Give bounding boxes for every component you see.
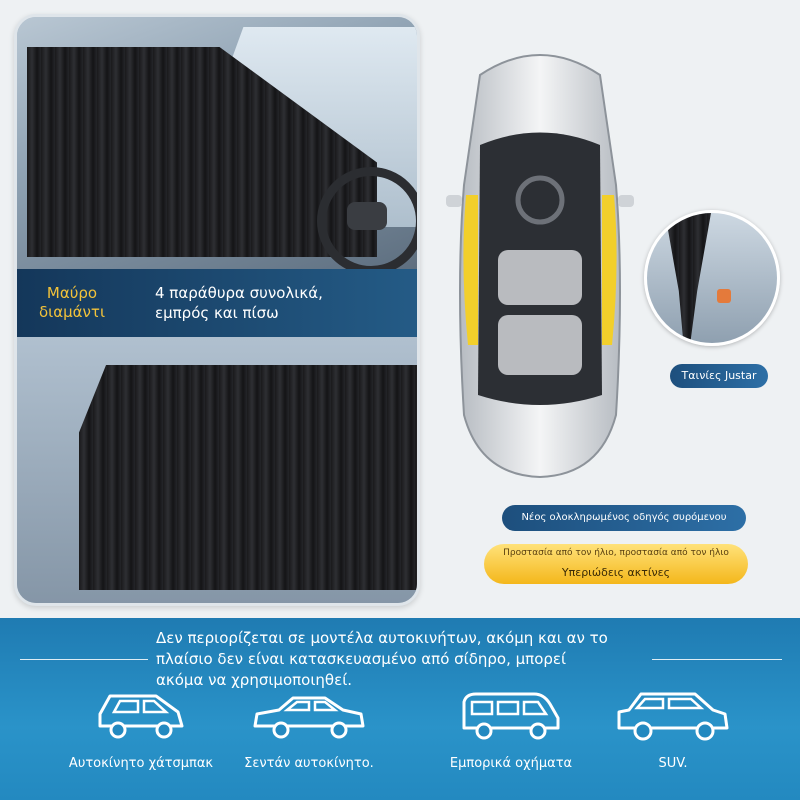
color-label: Μαύρο διαμάντι (17, 284, 127, 322)
magnet-clip-icon (717, 289, 731, 303)
black-diamond-banner: Μαύρο διαμάντι 4 παράθυρα συνολικά, εμπρ… (17, 269, 417, 337)
description-line1: Δεν περιορίζεται σε μοντέλα αυτοκινήτων,… (156, 629, 608, 647)
sedan-icon (253, 696, 365, 739)
windows-info: 4 παράθυρα συνολικά, εμπρός και πίσω (155, 283, 323, 323)
description-line3: ακόμα να χρησιμοποιηθεί. (156, 671, 353, 689)
vehicle-hatchback: Αυτοκίνητο χάτσμπακ (66, 688, 216, 771)
windows-info-line2: εμπρός και πίσω (155, 304, 279, 322)
front-window-photo (17, 17, 417, 269)
compatibility-section (0, 618, 800, 800)
car-top-view (440, 35, 640, 480)
product-photo-frame: Μαύρο διαμάντι 4 παράθυρα συνολικά, εμπρ… (14, 14, 420, 606)
detail-zoom-bubble (644, 210, 780, 346)
justar-tape-badge: Ταινίες Justar (670, 364, 768, 388)
divider-left (20, 659, 148, 660)
hatchback-label: Αυτοκίνητο χάτσμπακ (68, 756, 214, 771)
hatchback-icon (98, 694, 184, 739)
divider-right (652, 659, 782, 660)
color-label-line1: Μαύρο (46, 284, 98, 302)
vehicle-suv: SUV. (598, 688, 748, 771)
compatibility-description: Δεν περιορίζεται σε μοντέλα αυτοκινήτων,… (156, 628, 646, 691)
rear-window-photo (17, 337, 417, 603)
sedan-label: Σεντάν αυτοκίνητο. (244, 756, 374, 771)
vehicle-sedan: Σεντάν αυτοκίνητο. (234, 688, 384, 771)
description-line2: πλαίσιο δεν είναι κατασκευασμένο από σίδ… (156, 650, 567, 668)
color-label-line2: διαμάντι (38, 303, 106, 321)
suv-label: SUV. (658, 756, 688, 771)
steering-hub (347, 202, 387, 230)
car-top-view-icon (446, 54, 634, 479)
uv-label: Υπεριώδεις ακτίνες (561, 566, 671, 579)
suv-icon (617, 692, 729, 741)
justar-tape-label: Ταινίες Justar (681, 369, 757, 382)
uv-protection-strip (484, 544, 748, 584)
sun-protection-label: Προστασία από τον ήλιο, προστασία από το… (503, 548, 729, 558)
slider-guide-badge: Νέος ολοκληρωμένος οδηγός συρόμενου (502, 505, 746, 531)
vehicle-van: Εμπορικά οχήματα (436, 688, 586, 771)
van-icon (462, 692, 560, 740)
windows-info-line1: 4 παράθυρα συνολικά, (155, 284, 323, 302)
rear-curtain (79, 365, 417, 590)
van-label: Εμπορικά οχήματα (449, 756, 573, 771)
slider-guide-label: Νέος ολοκληρωμένος οδηγός συρόμενου (521, 512, 727, 523)
steering-wheel-icon (317, 167, 417, 269)
gathered-curtain (665, 213, 711, 343)
